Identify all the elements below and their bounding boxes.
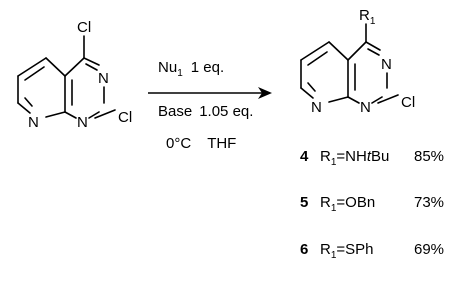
yield: 69% [414, 241, 444, 258]
compound-number: 4 [300, 148, 309, 165]
starting-material: Cl N N N Cl [17, 19, 132, 131]
substituent: R1=NHtBu [320, 148, 389, 168]
atom-n-ring-bottom: N [77, 114, 88, 131]
substituent: R1=SPh [320, 241, 374, 261]
atom-r1: R1 [359, 7, 376, 27]
atom-cl-right: Cl [401, 94, 415, 111]
atom-cl-top: Cl [77, 19, 91, 36]
product-bonds [300, 23, 399, 104]
atom-n-pyridine: N [311, 99, 322, 116]
reaction-arrow [148, 87, 272, 99]
compound-number: 5 [300, 194, 308, 211]
yield: 73% [414, 194, 444, 211]
arrow-head [258, 87, 272, 99]
results-list: 4 R1=NHtBu 85% 5 R1=OBn 73% 6 R1=SPh 69% [300, 148, 444, 261]
result-row: 6 R1=SPh 69% [300, 241, 444, 261]
atom-n-ring-right: N [98, 70, 109, 87]
atom-cl-right: Cl [118, 109, 132, 126]
atom-n-pyridine: N [28, 114, 39, 131]
compound-number: 6 [300, 241, 308, 258]
starting-material-bonds [17, 35, 116, 119]
product: R1 N N N Cl [300, 7, 415, 116]
substituent: R1=OBn [320, 194, 375, 214]
yield: 85% [414, 148, 444, 165]
atom-n-ring-right: N [381, 56, 392, 73]
atom-n-ring-bottom: N [360, 99, 371, 116]
result-row: 4 R1=NHtBu 85% [300, 148, 444, 168]
result-row: 5 R1=OBn 73% [300, 194, 444, 214]
